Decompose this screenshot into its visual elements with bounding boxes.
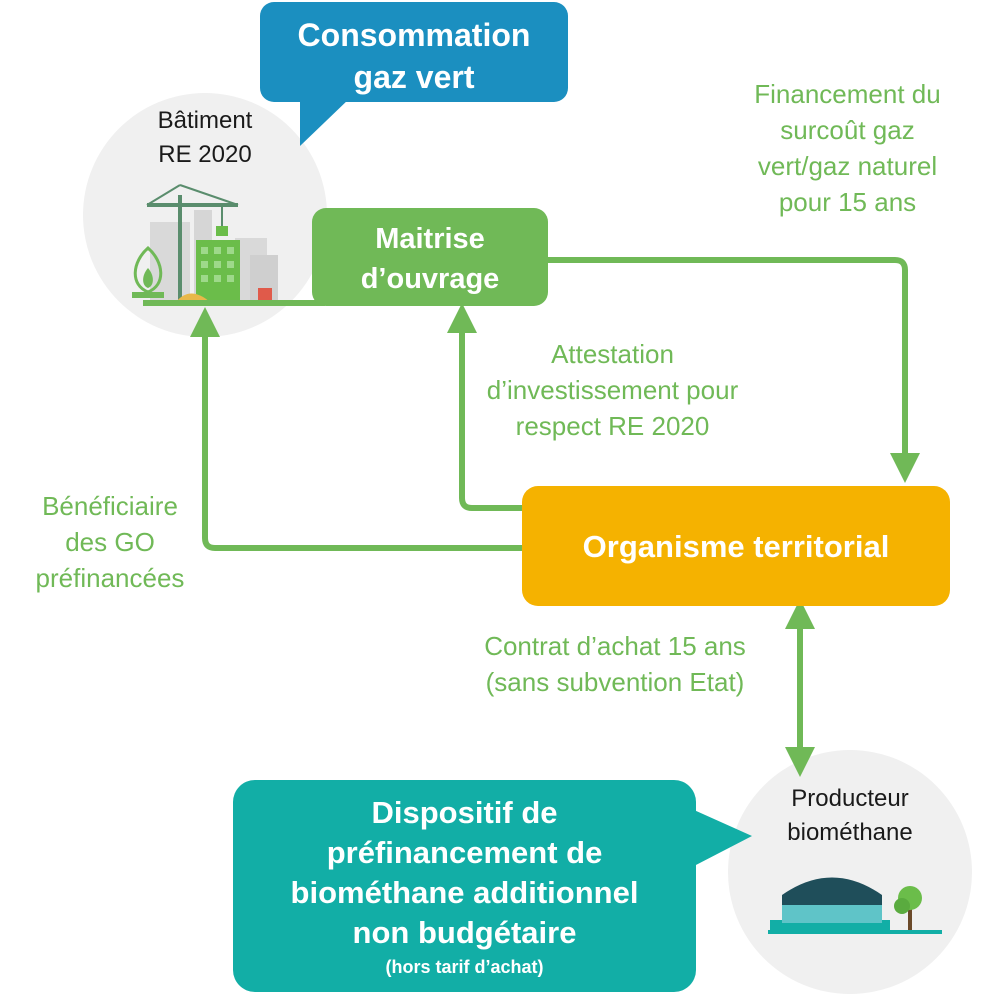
dispositif-line-2: préfinancement de: [326, 835, 603, 870]
dispositif-note: (hors tarif d’achat): [385, 957, 544, 977]
producteur-label: Producteur biométhane: [745, 782, 955, 850]
gas-flame-icon: [132, 246, 164, 298]
batiment-label: Bâtiment RE 2020: [125, 104, 285, 172]
biomethane-digester-icon: [768, 877, 942, 934]
arrow-financement: [548, 257, 920, 483]
maitrise-line-2: d’ouvrage: [360, 263, 500, 295]
consommation-line-1: Consommation: [297, 17, 531, 53]
tree-icon: [894, 886, 922, 930]
consommation-bubble: [260, 2, 568, 146]
consommation-line-2: gaz vert: [353, 59, 475, 95]
organisme-label: Organisme territorial: [582, 529, 890, 564]
financement-line-2: surcoût gaz: [780, 115, 915, 145]
dispositif-text: Dispositif de préfinancement de biométha…: [233, 793, 696, 979]
batiment-line-1: Bâtiment: [157, 107, 253, 134]
maitrise-line-1: Maitrise: [375, 223, 485, 255]
arrow-beneficiaire: [190, 307, 522, 551]
dispositif-bubble: [233, 780, 752, 992]
financement-line-4: pour 15 ans: [778, 187, 917, 217]
beneficiaire-line-3: préfinancées: [35, 563, 185, 593]
beneficiaire-line-2: des GO: [65, 527, 155, 557]
dispositif-line-4: non budgétaire: [352, 915, 577, 950]
beneficiaire-line-1: Bénéficiaire: [42, 491, 178, 521]
maitrise-label: Maitrise d’ouvrage: [312, 219, 548, 299]
attestation-line-3: respect RE 2020: [515, 411, 710, 441]
consommation-text: Consommation gaz vert: [260, 14, 568, 98]
contrat-label: Contrat d’achat 15 ans (sans subvention …: [445, 628, 785, 700]
producteur-line-2: biométhane: [787, 819, 913, 846]
financement-line-1: Financement du: [754, 79, 941, 109]
construction-site-icon: [143, 184, 325, 306]
attestation-line-2: d’investissement pour: [486, 375, 739, 405]
beneficiaire-label: Bénéficiaire des GO préfinancées: [15, 488, 205, 596]
financement-line-3: vert/gaz naturel: [757, 151, 938, 181]
batiment-line-2: RE 2020: [158, 141, 252, 168]
dispositif-line-3: biométhane additionnel: [290, 875, 639, 910]
maitrise-box: [312, 208, 548, 306]
attestation-label: Attestation d’investissement pour respec…: [455, 336, 770, 444]
dispositif-line-1: Dispositif de: [371, 795, 558, 830]
attestation-line-1: Attestation: [551, 339, 674, 369]
producteur-line-1: Producteur: [791, 785, 909, 812]
contrat-line-2: (sans subvention Etat): [485, 667, 745, 697]
organisme-box: [522, 486, 950, 606]
financement-label: Financement du surcoût gaz vert/gaz natu…: [715, 76, 980, 220]
arrow-attestation: [447, 303, 522, 511]
contrat-line-1: Contrat d’achat 15 ans: [484, 631, 746, 661]
